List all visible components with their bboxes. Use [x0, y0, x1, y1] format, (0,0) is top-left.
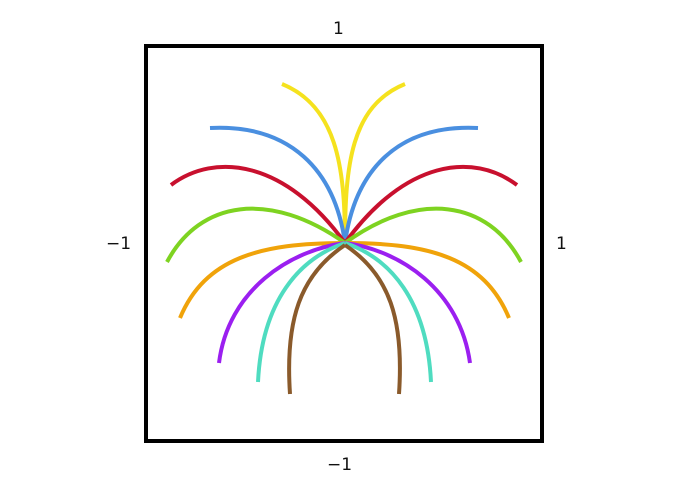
curve-yellow-left [281, 82, 347, 244]
curve-brown-right [343, 243, 402, 395]
curve-blue-left [209, 125, 347, 244]
curve-teal-right [344, 241, 433, 383]
left-edge-label: −1 [106, 234, 132, 254]
curve-red-right [343, 164, 519, 245]
curve-orange-right [344, 241, 511, 319]
curve-purple-right [344, 241, 472, 364]
curve-purple-left [217, 241, 346, 364]
curve-green-left [165, 206, 347, 263]
curve-teal-left [256, 241, 346, 383]
curve-brown-left [287, 243, 347, 395]
curve-orange-left [178, 241, 346, 319]
curve-blue-right [343, 125, 479, 244]
curve-red-left [169, 164, 347, 245]
curve-yellow-right [343, 82, 406, 244]
right-edge-label: 1 [556, 234, 567, 254]
top-edge-label: 1 [333, 19, 344, 39]
bottom-edge-label: −1 [327, 455, 353, 475]
plot-frame [144, 44, 544, 443]
curve-green-right [343, 206, 523, 263]
